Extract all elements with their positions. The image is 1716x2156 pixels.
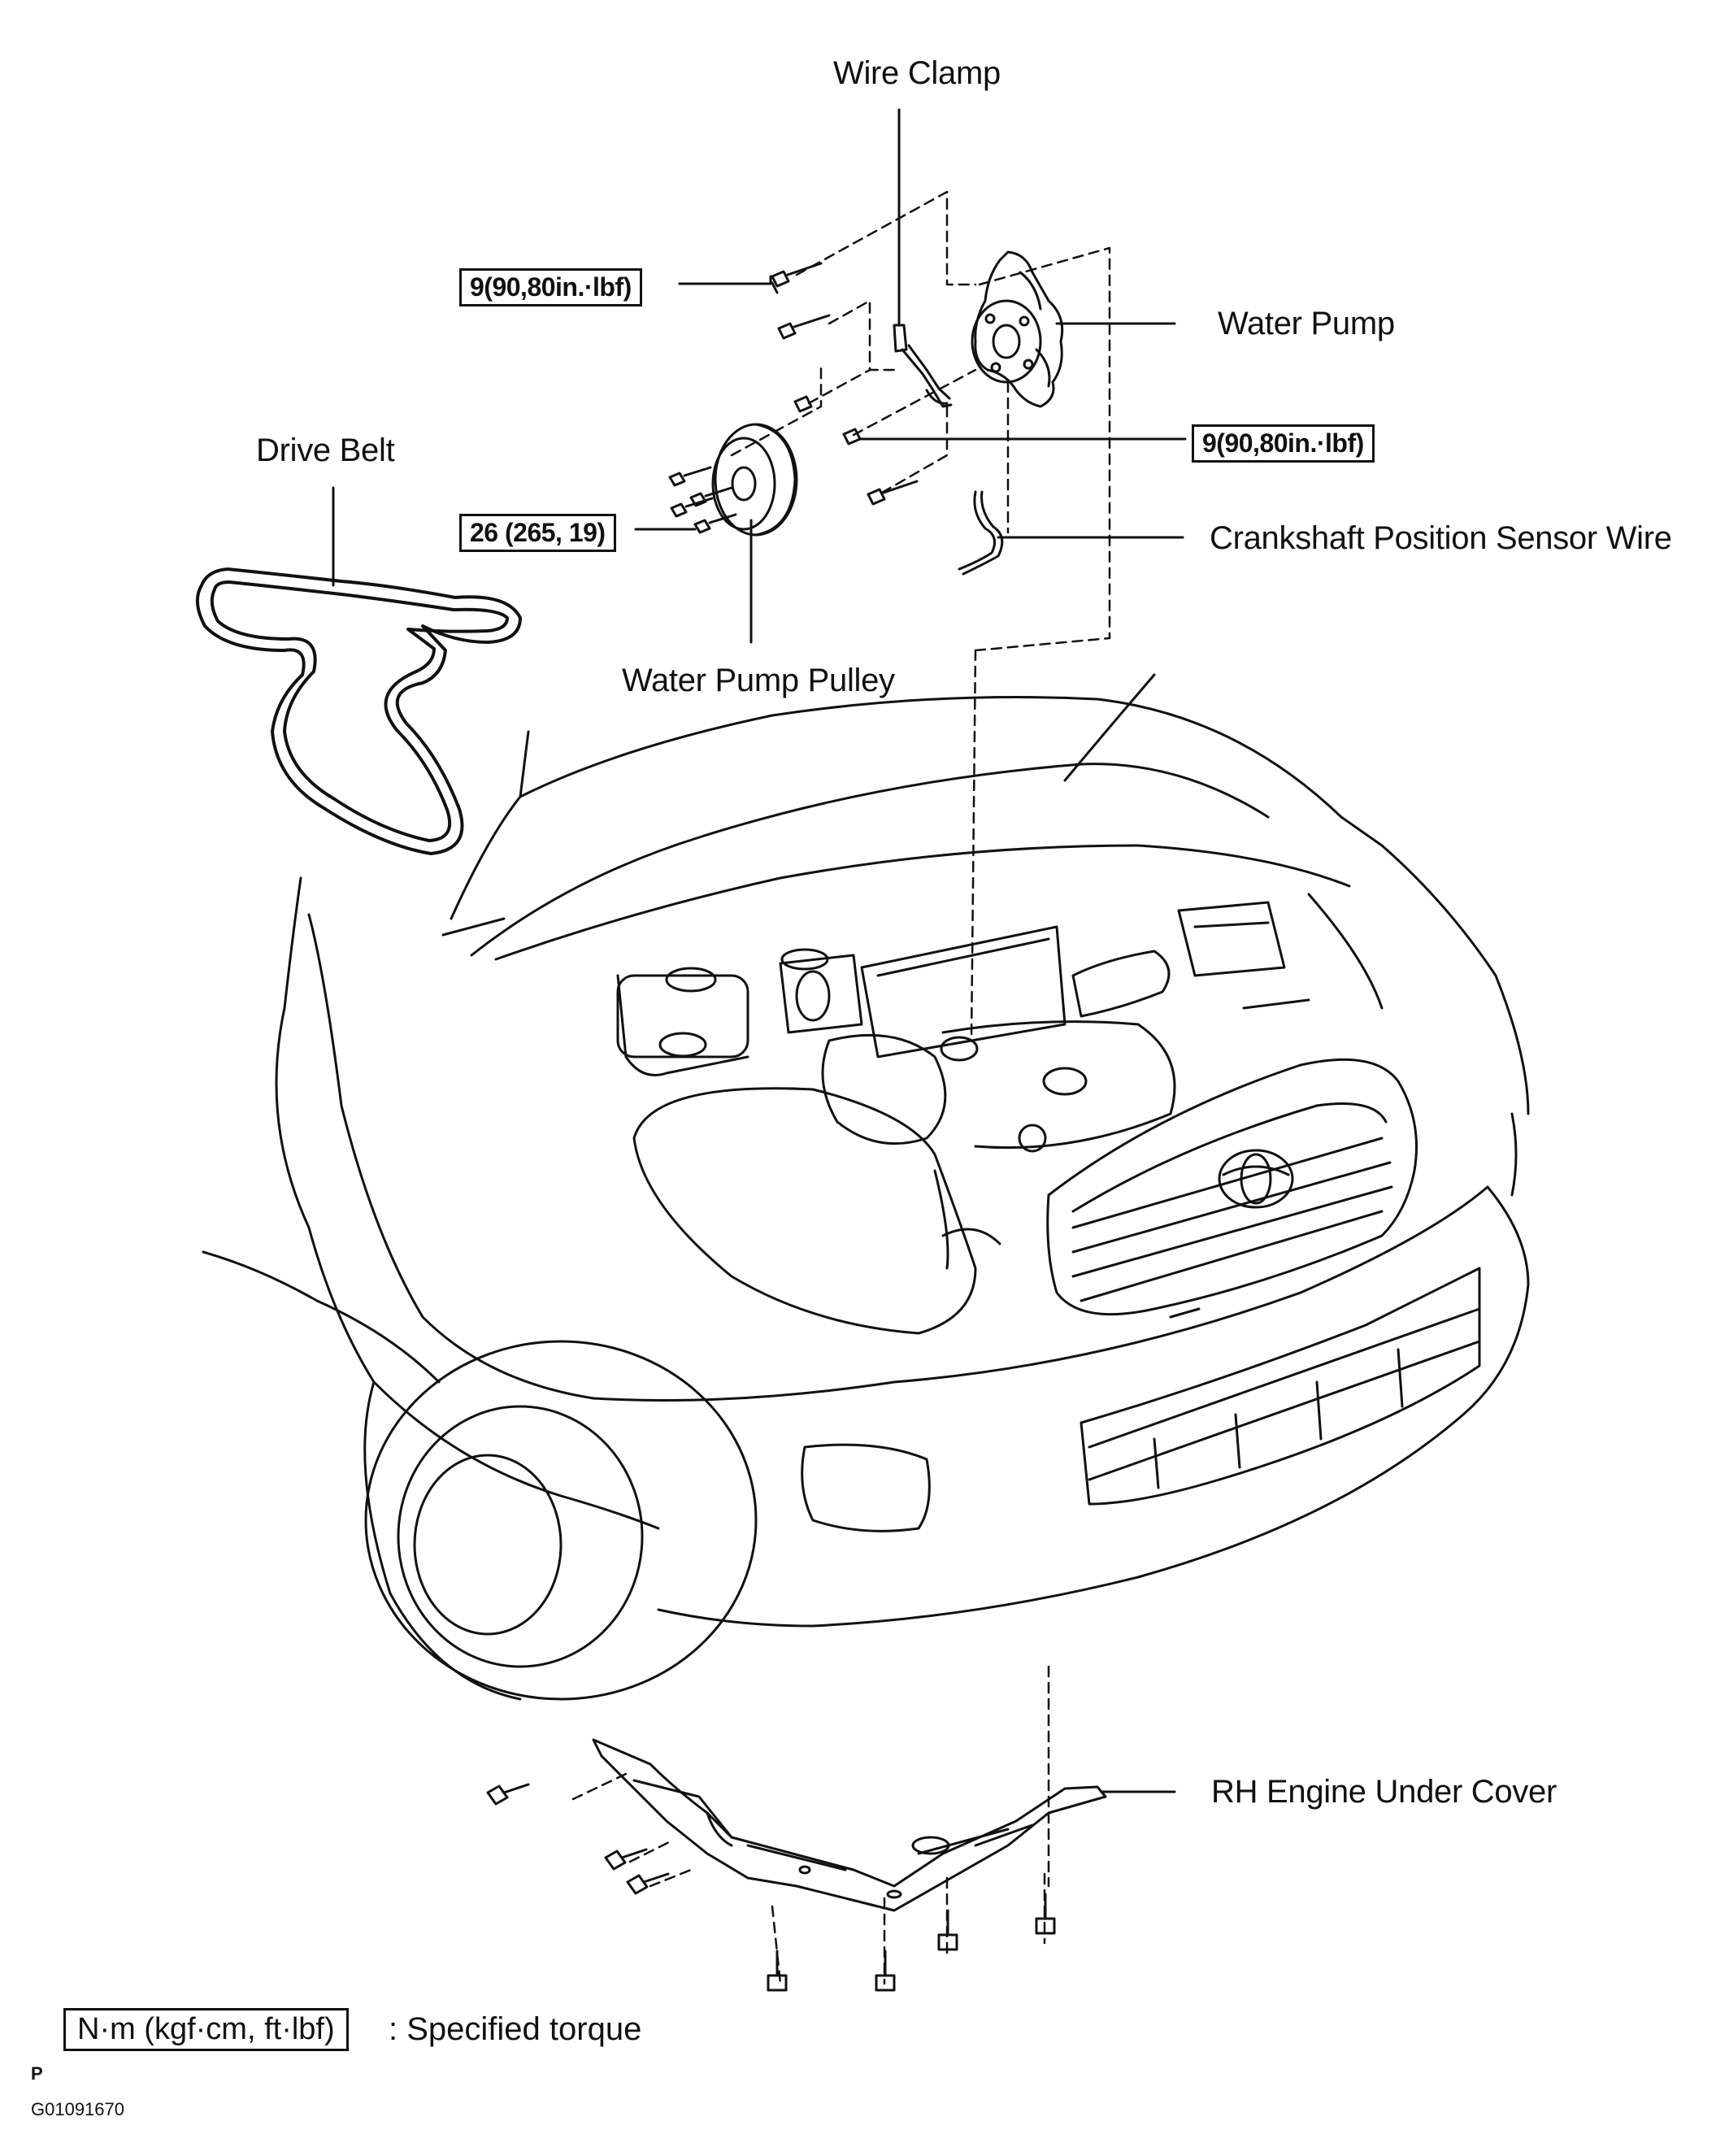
crankshaft-sensor-wire-drawing xyxy=(958,490,1004,576)
exploded-guide-lines xyxy=(571,190,1111,1985)
torque-legend-box: N·m (kgf·cm, ft·lbf) xyxy=(63,2008,349,2051)
under-cover-bolts xyxy=(486,1783,1056,1992)
pulley-torque-spec: 26 (265, 19) xyxy=(459,514,616,552)
water-pump-pulley-label: Water Pump Pulley xyxy=(622,663,895,698)
drive-belt-label: Drive Belt xyxy=(256,433,395,468)
figure-code: G01091670 xyxy=(31,2099,124,2119)
pulley-bolts xyxy=(668,466,737,534)
drive-belt-drawing xyxy=(195,567,522,855)
upper-torque-spec: 9(90,80in.·lbf) xyxy=(459,268,642,306)
rh-engine-under-cover-label: RH Engine Under Cover xyxy=(1211,1774,1557,1810)
torque-legend-text: : Specified torque xyxy=(389,2011,642,2047)
water-pump-label: Water Pump xyxy=(1218,306,1395,341)
page-marker: P xyxy=(31,2063,43,2084)
right-torque-spec: 9(90,80in.·lbf) xyxy=(1192,424,1375,463)
crankshaft-sensor-wire-label: Crankshaft Position Sensor Wire xyxy=(1210,520,1672,556)
wire-clamp-label: Wire Clamp xyxy=(833,55,1001,91)
rh-engine-under-cover-drawing xyxy=(592,1738,1107,1912)
wire-clamp-drawing xyxy=(893,324,953,408)
water-pump-drawing xyxy=(971,250,1064,408)
vehicle-body-drawing xyxy=(202,673,1530,1701)
